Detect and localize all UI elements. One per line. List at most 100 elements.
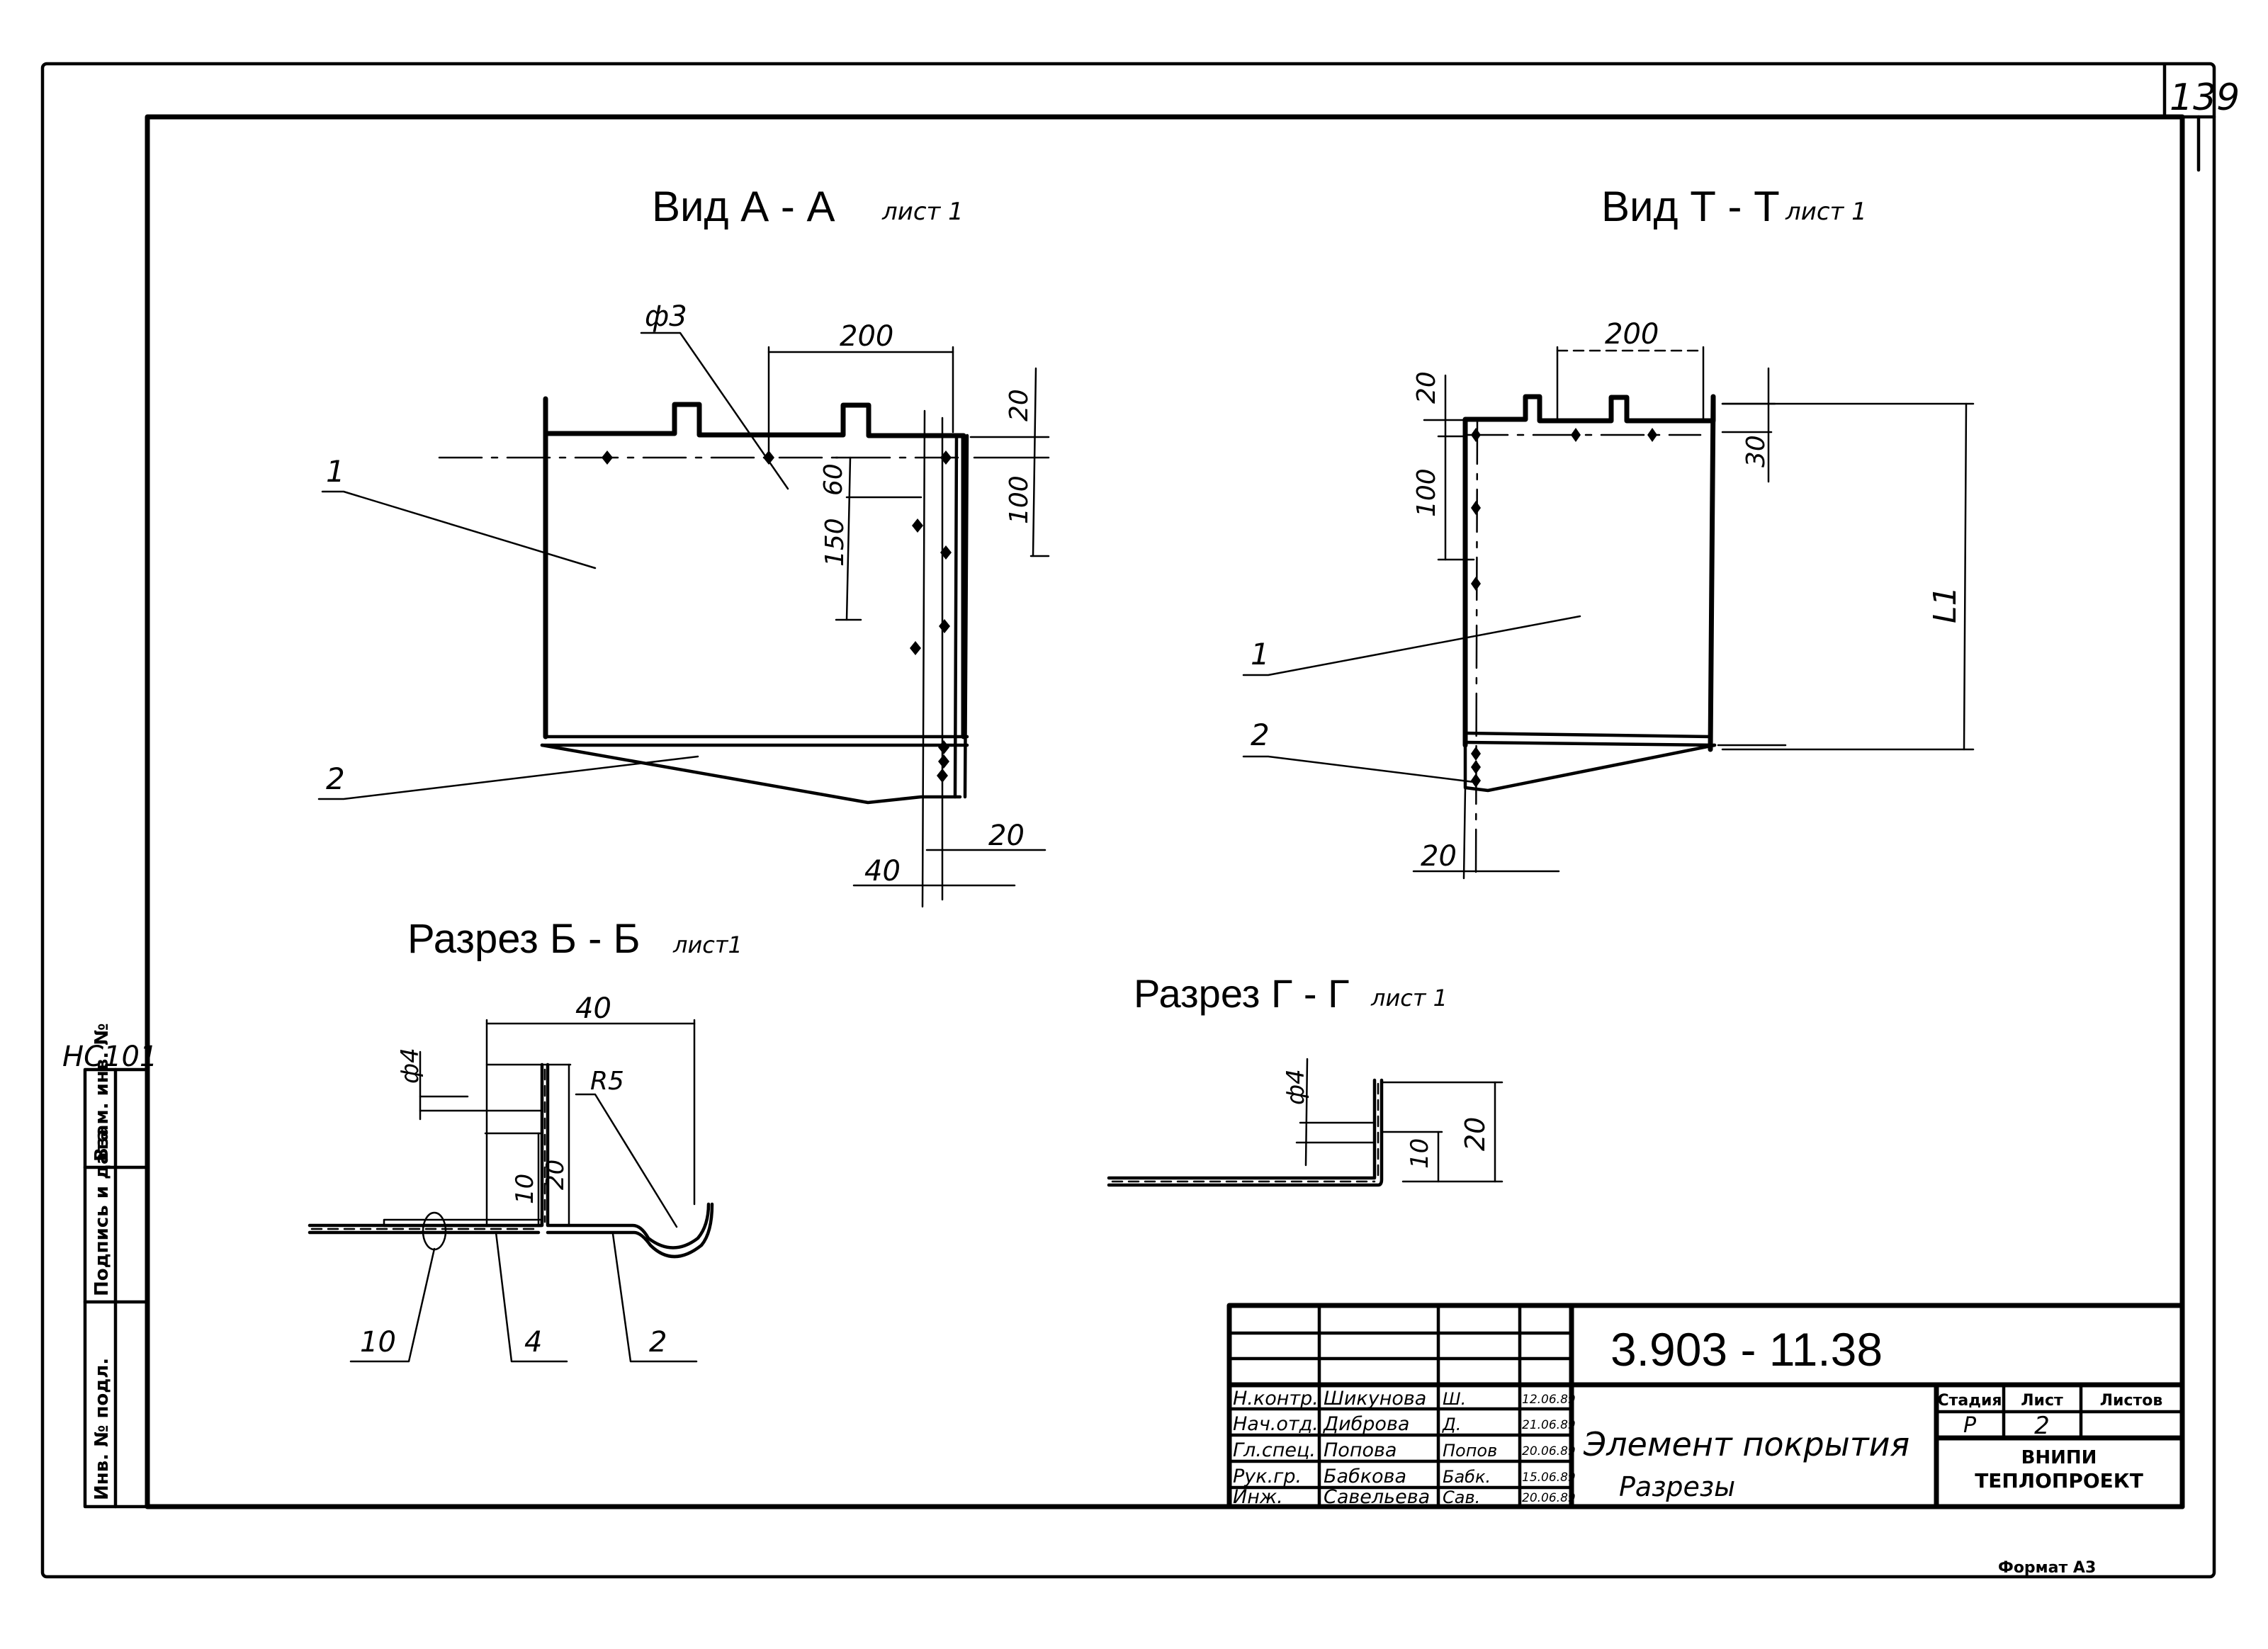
signature-name: Диброва [1323, 1413, 1409, 1435]
document-code: 3.903 - 11.38 [1610, 1323, 1883, 1376]
sheet-number-box: 139 [2162, 63, 2240, 172]
panel-outline-aa [543, 396, 966, 740]
hole-marker [1471, 747, 1481, 761]
dim-bottom20-tt: 20 [1421, 840, 1457, 873]
hole-marker [937, 769, 948, 783]
callout-4-bb: 4 [524, 1326, 542, 1359]
callout-2-tt: 2 [1251, 718, 1270, 752]
archive-code: НС101 [62, 1041, 157, 1073]
signature-row: Инж. Савельева Сав. 20.06.89 [1233, 1486, 1576, 1508]
dim-left20-tt: 20 [1412, 371, 1441, 404]
view-aa-title: Вид А - А [652, 183, 835, 230]
dim-20-bb: 20 [541, 1160, 570, 1190]
dim-pitch-tt: 200 [1605, 318, 1659, 351]
hole-marker [763, 450, 774, 465]
signature-row: Н.контр. Шикунова Ш. 12.06.89 [1233, 1388, 1576, 1410]
hole-marker [1471, 428, 1481, 442]
signature-date: 15.06.89 [1522, 1470, 1576, 1485]
outer-frame [40, 62, 2216, 1579]
signature-date: 12.06.89 [1522, 1393, 1576, 1407]
organization-line1: ВНИПИ [2021, 1447, 2097, 1468]
side-label-signature-date: Подпись и дата [91, 1129, 113, 1296]
signature-row: Гл.спец. Попова Попов 20.06.89 [1233, 1439, 1576, 1461]
dim-60-aa: 60 [819, 463, 848, 496]
view-tt-ref: лист 1 [1785, 198, 1867, 226]
dim-radius-bb: R5 [590, 1067, 624, 1096]
hole-marker [1471, 760, 1481, 774]
organization-line2: ТЕПЛОПРОЕКТ [1975, 1469, 2143, 1492]
hole-marker [1471, 501, 1481, 515]
hole-marker [912, 518, 923, 533]
signature-role: Гл.спец. [1233, 1439, 1316, 1461]
section-bb-ref: лист1 [672, 931, 743, 958]
hole-marker [940, 545, 952, 560]
dim-right30-tt: 30 [1742, 435, 1771, 468]
callout-1-aa: 1 [326, 454, 345, 489]
view-tt: Вид Т - Т лист 1 200 20 100 [1242, 183, 1975, 880]
signature-name: Бабкова [1324, 1466, 1406, 1488]
section-gg: Разрез Г - Г лист 1 ф4 10 20 [1107, 971, 1503, 1187]
sheet-header: Лист [2021, 1392, 2063, 1410]
callout-2-aa: 2 [326, 761, 345, 796]
hole-marker [939, 619, 950, 633]
sheets-header: Листов [2100, 1392, 2163, 1410]
hole-marker [940, 450, 952, 465]
signature-mark: Бабк. [1443, 1467, 1491, 1487]
dim-length-tt: L1 [1927, 586, 1963, 623]
signature-mark: Сав. [1443, 1488, 1480, 1507]
sheet-number: 139 [2170, 76, 2240, 119]
hole-marker [1471, 577, 1481, 591]
signature-mark: Попов [1443, 1441, 1497, 1461]
callout-10-bb: 10 [360, 1326, 396, 1359]
signature-role: Нач.отд. [1233, 1413, 1319, 1435]
hole-marker [910, 641, 921, 655]
format-label: Формат А3 [1998, 1559, 2096, 1577]
signature-row: Рук.гр. Бабкова Бабк. 15.06.89 [1233, 1466, 1576, 1488]
dim-hole-aa: ф3 [645, 300, 687, 333]
dim-pitch-aa: 200 [840, 320, 893, 353]
section-bb: Разрез Б - Б лист1 40 20 10 ф4 R5 [308, 916, 743, 1363]
signature-role: Н.контр. [1233, 1388, 1319, 1410]
signature-date: 21.06.89 [1522, 1418, 1576, 1432]
signature-mark: Ш. [1443, 1389, 1466, 1409]
signature-date: 20.06.89 [1522, 1491, 1576, 1505]
title-block: 3.903 - 11.38 Н.контр. Шикунова Ш. 12.06… [1226, 1303, 2185, 1509]
dim-hole-bb: ф4 [396, 1048, 424, 1084]
stage-value: Р [1963, 1413, 1977, 1438]
signature-mark: Д. [1442, 1415, 1461, 1434]
dim-150-aa: 150 [820, 518, 850, 567]
dim-hole-gg: ф4 [1282, 1069, 1310, 1105]
hole-marker [1471, 774, 1481, 788]
view-tt-title: Вид Т - Т [1601, 183, 1780, 230]
section-bb-title: Разрез Б - Б [407, 916, 641, 962]
view-aa: Вид А - А лист 1 ф3 200 [317, 183, 1050, 908]
hole-marker [938, 740, 949, 754]
dim-bottom40-aa: 40 [864, 855, 901, 888]
signature-date: 20.06.89 [1522, 1444, 1576, 1458]
sheet-value: 2 [2034, 1412, 2050, 1440]
drawing-title-line1: Элемент покрытия [1583, 1425, 1909, 1463]
side-label-original-inv: Инв. № подл. [91, 1358, 113, 1500]
signature-row: Нач.отд. Диброва Д. 21.06.89 [1233, 1413, 1576, 1435]
signature-name: Савельева [1324, 1486, 1430, 1508]
signature-role: Инж. [1233, 1486, 1283, 1508]
signature-role: Рук.гр. [1233, 1466, 1302, 1488]
hole-marker [1647, 428, 1657, 442]
dim-10-bb: 10 [511, 1174, 539, 1204]
hole-marker [602, 450, 613, 465]
dim-right-aa: 100 [1005, 475, 1034, 524]
dim-20-gg: 20 [1460, 1117, 1491, 1151]
side-stamp: НС101 Взам. инв. № Подпись и дата Инв. №… [62, 1024, 157, 1509]
signature-name: Попова [1324, 1439, 1397, 1461]
dim-bottom20-aa: 20 [988, 820, 1025, 852]
view-aa-ref: лист 1 [881, 198, 964, 226]
side-label-replaced-inv: Взам. инв. № [91, 1024, 113, 1162]
dim-left100-tt: 100 [1412, 468, 1441, 517]
section-gg-title: Разрез Г - Г [1134, 971, 1349, 1016]
drawing-title-line2: Разрезы [1619, 1471, 1735, 1502]
hole-marker [938, 754, 949, 769]
stage-header: Стадия [1937, 1392, 2002, 1410]
dim-width-bb: 40 [575, 992, 611, 1025]
inner-frame [145, 114, 2185, 1509]
dim-10-gg: 10 [1406, 1138, 1434, 1169]
